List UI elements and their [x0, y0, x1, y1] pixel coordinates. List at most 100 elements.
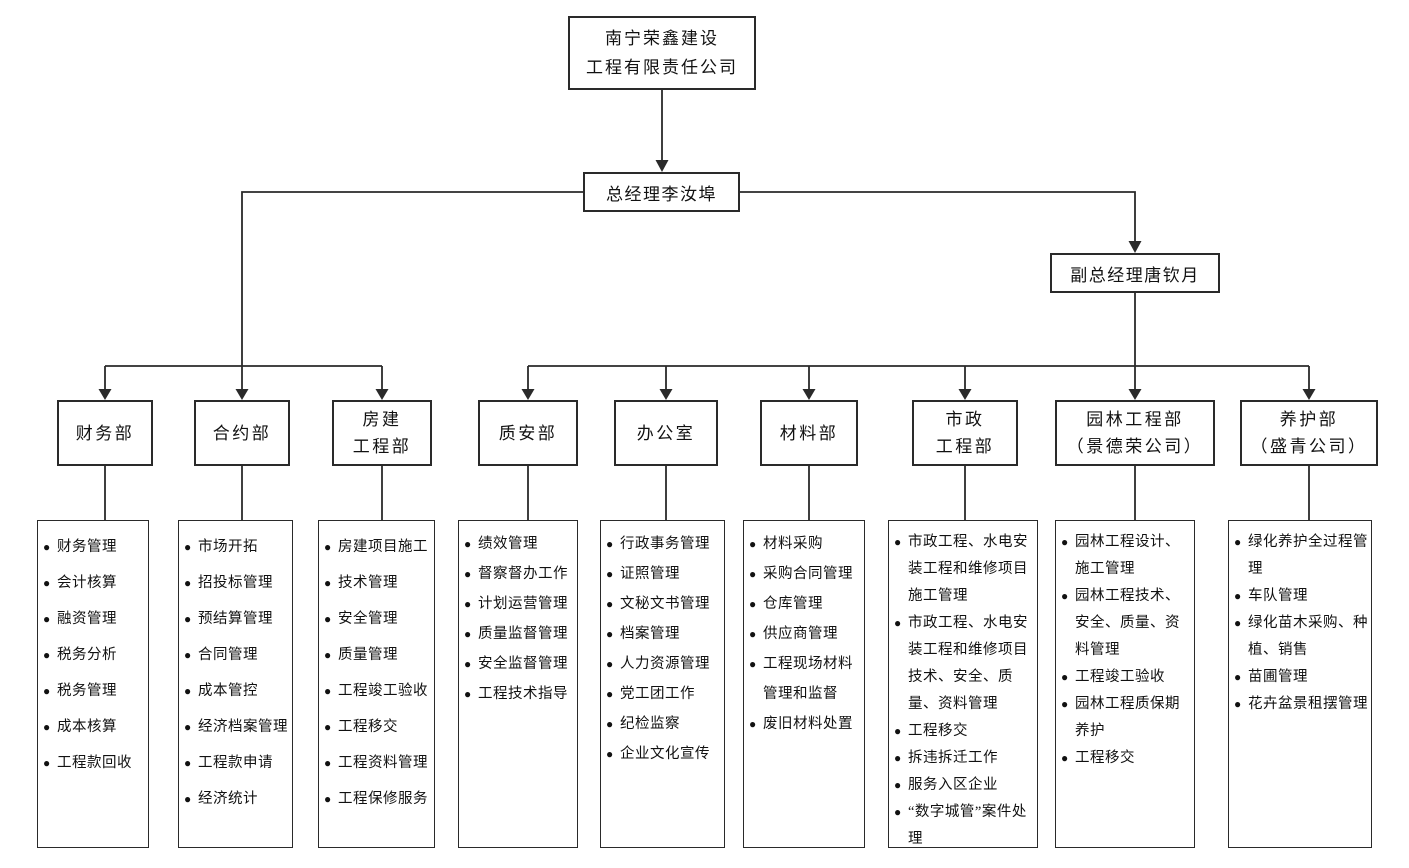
bullet-icon: ●: [1234, 616, 1242, 630]
duty-item: ●工程移交: [1061, 745, 1192, 772]
deputy-general-manager-node: 副总经理唐钦月: [1050, 253, 1220, 293]
duty-item: ●招投标管理: [184, 565, 290, 601]
duty-item: ●财务管理: [43, 529, 146, 565]
duty-item: ●合同管理: [184, 637, 290, 673]
duty-label: 市政工程、水电安装工程和维修项目施工管理: [908, 534, 1028, 604]
company-root-node: 南宁荣鑫建设 工程有限责任公司: [568, 16, 756, 90]
trunk-lines: [105, 90, 1309, 367]
department-node: 房建工程部: [332, 400, 432, 466]
department-node: 市政工程部: [912, 400, 1018, 466]
duty-label: 工程资料管理: [338, 755, 428, 771]
bullet-icon: ●: [324, 540, 332, 554]
duty-label: 拆违拆迁工作: [908, 750, 998, 766]
bullet-icon: ●: [184, 684, 192, 698]
duty-label: 计划运营管理: [478, 596, 568, 612]
bullet-icon: ●: [184, 612, 192, 626]
duty-item: ●工程款回收: [43, 745, 146, 781]
duty-item: ●工程现场材料管理和监督: [749, 649, 862, 709]
bullet-icon: ●: [324, 792, 332, 806]
bullet-icon: ●: [1061, 751, 1069, 765]
duty-label: 安全管理: [338, 611, 398, 627]
duty-label: 纪检监察: [620, 716, 680, 732]
duty-item: ●花卉盆景租摆管理: [1234, 691, 1369, 718]
duty-label: 预结算管理: [198, 611, 273, 627]
duty-item: ● 纪检监察: [606, 709, 722, 739]
bullet-icon: ●: [184, 756, 192, 770]
duty-item: ● 成本管控: [184, 673, 290, 709]
department-node: 质安部: [478, 400, 578, 466]
duty-item: ●苗圃管理: [1234, 664, 1369, 691]
duty-item: ●文秘文书管理: [606, 589, 722, 619]
duty-item: ●工程技术指导: [464, 679, 575, 709]
bullet-icon: ●: [43, 648, 51, 662]
duty-item: ● 行政事务管理: [606, 529, 722, 559]
bullet-icon: ●: [606, 597, 614, 611]
duty-label: 督察督办工作: [478, 566, 568, 582]
bullet-icon: ●: [894, 778, 902, 792]
duty-item: ●园林工程设计、施工管理: [1061, 529, 1192, 583]
duty-label: 绩效管理: [478, 536, 538, 552]
duty-item: ●服务入区企业: [894, 772, 1035, 799]
duty-item: ●市政工程、水电安装工程和维修项目施工管理: [894, 529, 1035, 610]
arrowhead: [98, 389, 112, 400]
department-duties-panel: ●市政工程、水电安装工程和维修项目施工管理●市政工程、水电安装工程和维修项目技术…: [888, 520, 1038, 848]
duty-label: 成本管控: [198, 683, 258, 699]
duty-label: 安全监督管理: [478, 656, 568, 672]
bullet-icon: ●: [749, 717, 757, 731]
duty-label: 工程竣工验收: [1075, 669, 1165, 685]
duty-label: 成本核算: [57, 719, 117, 735]
duty-item: ●质量管理: [324, 637, 432, 673]
duty-item: ●园林工程质保期养护: [1061, 691, 1192, 745]
duty-label: 工程款申请: [198, 755, 273, 771]
duty-item: ●技术管理: [324, 565, 432, 601]
duty-item: ●人力资源管理: [606, 649, 722, 679]
duty-item: ●房建项目施工: [324, 529, 432, 565]
bullet-icon: ●: [606, 567, 614, 581]
duty-label: 经济档案管理: [198, 719, 288, 735]
duty-label: 工程技术指导: [478, 686, 568, 702]
bullet-icon: ●: [749, 597, 757, 611]
duty-item: ●市政工程、水电安装工程和维修项目技术、安全、质量、资料管理: [894, 610, 1035, 718]
arrowhead: [521, 389, 535, 400]
department-node: 合约部: [194, 400, 290, 466]
duty-label: 市场开拓: [198, 539, 258, 555]
duty-label: 苗圃管理: [1248, 669, 1308, 685]
duty-item: ●工程移交: [894, 718, 1035, 745]
bullet-icon: ●: [894, 805, 902, 819]
duty-item: ●经济统计: [184, 781, 290, 817]
department-name-line: 养护部: [1279, 410, 1339, 429]
bullet-icon: ●: [43, 684, 51, 698]
duty-label: 财务管理: [57, 539, 117, 555]
bullet-icon: ●: [606, 537, 614, 551]
department-duties-panel: ●房建项目施工●技术管理●安全管理●质量管理●工程竣工验收●工程移交●工程资料管…: [318, 520, 435, 848]
duty-label: 人力资源管理: [620, 656, 710, 672]
bullet-icon: ●: [184, 540, 192, 554]
duty-label: 工程款回收: [57, 755, 132, 771]
duty-item: ●材料采购: [749, 529, 862, 559]
bullet-icon: ●: [324, 720, 332, 734]
duty-item: ●园林工程技术、安全、质量、资料管理: [1061, 583, 1192, 664]
duty-item: ●安全监督管理: [464, 649, 575, 679]
duty-item: ●拆违拆迁工作: [894, 745, 1035, 772]
company-name-line-1: 南宁荣鑫建设: [605, 29, 719, 48]
bullet-icon: ●: [43, 720, 51, 734]
bullet-icon: ●: [324, 756, 332, 770]
department-name-line: 财务部: [75, 423, 135, 443]
duty-item: ● 经济档案管理: [184, 709, 290, 745]
bullet-icon: ●: [1234, 589, 1242, 603]
bullet-icon: ●: [1061, 697, 1069, 711]
duty-label: 税务管理: [57, 683, 117, 699]
duty-item: ●证照管理: [606, 559, 722, 589]
department-duties-panel: ●绿化养护全过程管理●车队管理●绿化苗木采购、种植、销售●苗圃管理●花卉盆景租摆…: [1228, 520, 1372, 848]
bullet-icon: ●: [184, 648, 192, 662]
duty-label: 材料采购: [763, 536, 823, 552]
duty-label: 行政事务管理: [620, 536, 710, 552]
bullet-icon: ●: [464, 627, 472, 641]
bullet-icon: ●: [184, 720, 192, 734]
bullet-icon: ●: [606, 717, 614, 731]
department-name-line: 工程部: [935, 437, 995, 456]
duty-label: 供应商管理: [763, 626, 838, 642]
duty-label: 工程现场材料管理和监督: [763, 656, 853, 702]
department-name-line: 质安部: [498, 423, 558, 443]
